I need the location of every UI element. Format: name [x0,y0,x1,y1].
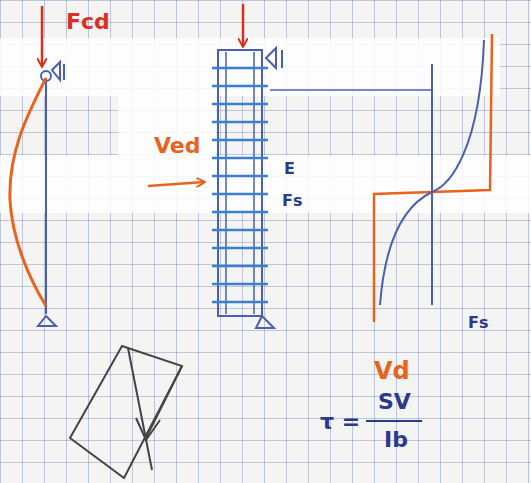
formula-part: Ib [382,428,410,452]
force-label: Fs [466,314,490,332]
formula-part: τ = [318,410,362,434]
shear-force-label: Ved [152,134,203,158]
strain-label: E [282,160,297,178]
shear-label: Vd [372,358,412,384]
force-label: Fs [280,192,304,210]
force-label: Fcd [64,10,112,34]
formula-part: SV [376,390,413,414]
